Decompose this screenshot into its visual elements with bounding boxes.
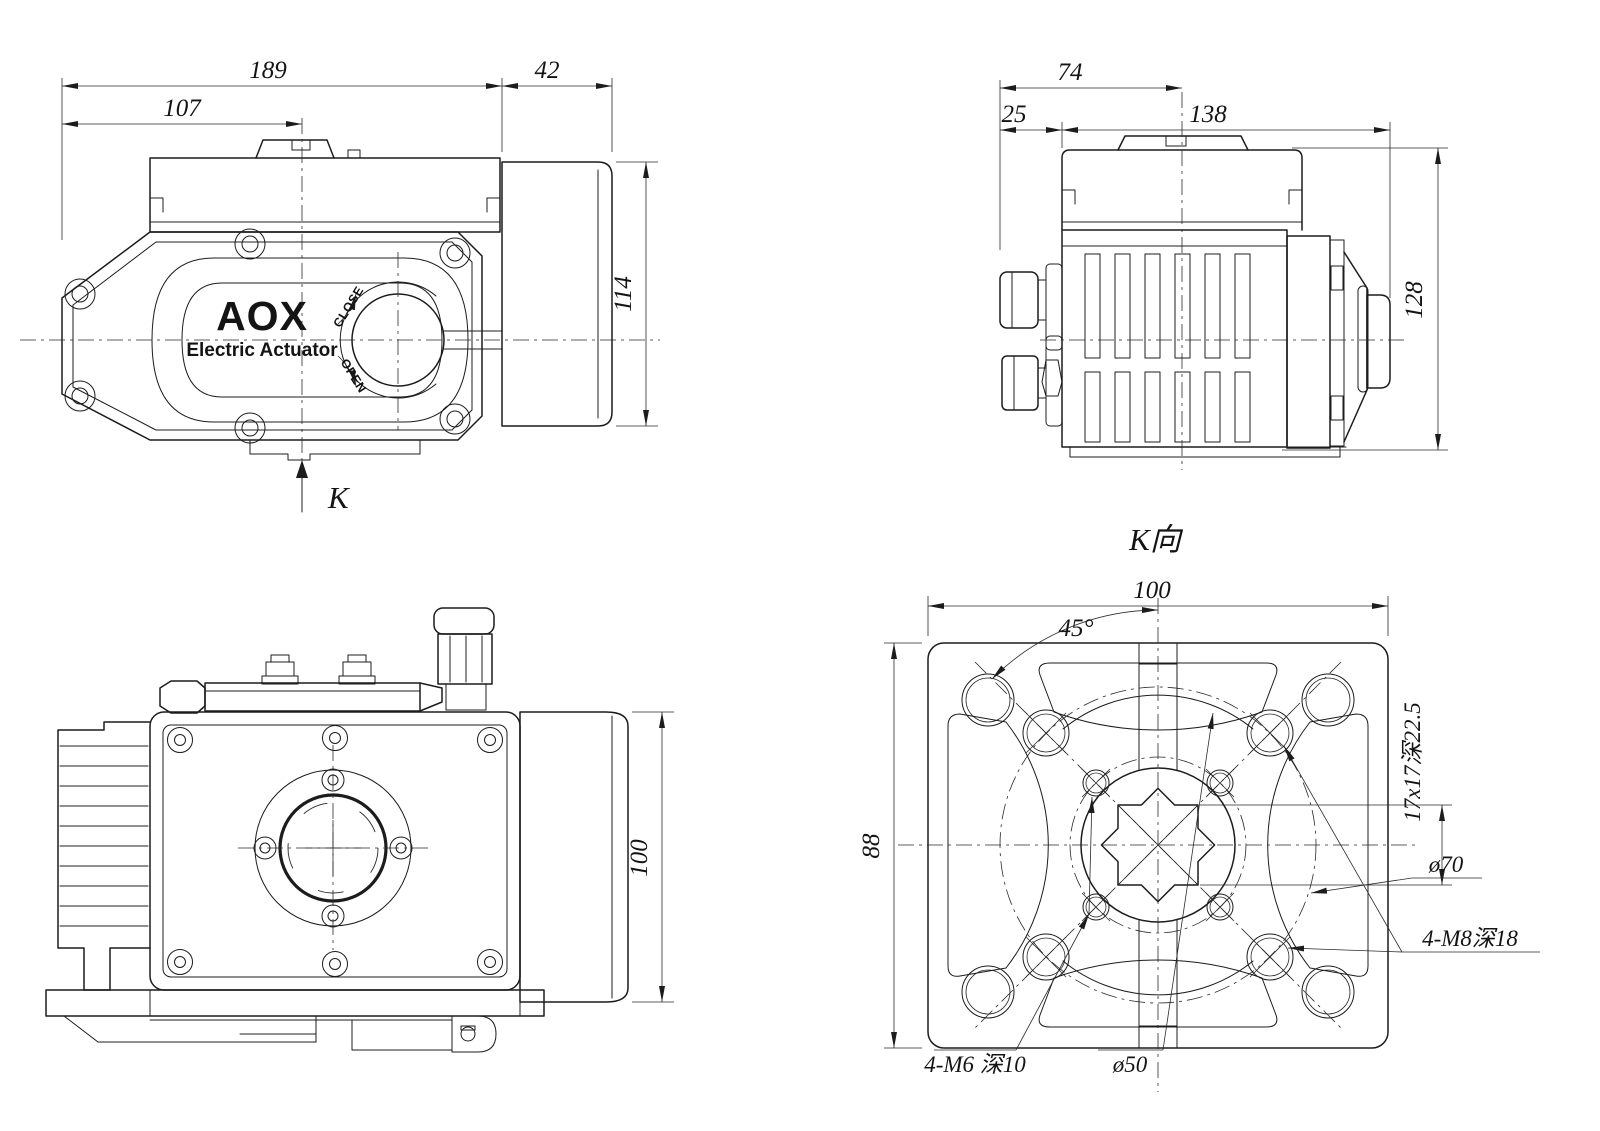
dim-45deg: 45° — [1059, 615, 1094, 642]
front-view: 189 42 107 114 — [20, 57, 660, 515]
side-view: 74 25 138 128 — [999, 59, 1448, 470]
corner-mounting-holes — [961, 673, 1355, 1019]
leader-m8: 4-M8深18 — [1283, 745, 1540, 953]
side-base — [1061, 446, 1347, 458]
front-dimensions: 189 42 107 114 — [61, 57, 658, 427]
dim-25: 25 — [1002, 101, 1027, 128]
output-flange — [238, 745, 428, 950]
dim-128: 128 — [1401, 281, 1428, 319]
k-arrow-label: K — [327, 480, 351, 515]
label-d70: ø70 — [1428, 852, 1464, 877]
k-view-arrow: K — [296, 460, 351, 515]
label-m6: 4-M6 深10 — [924, 1052, 1026, 1077]
label-d50: ø50 — [1112, 1052, 1148, 1077]
cover-top-view — [149, 711, 521, 991]
top-view: 100 — [45, 607, 674, 1053]
brand-logo: AOX — [216, 293, 308, 339]
dim-114: 114 — [610, 276, 637, 312]
dim-107: 107 — [163, 95, 202, 122]
finned-motor-body — [1061, 229, 1288, 448]
terminal-box-front — [149, 139, 501, 233]
motor-housing-front — [501, 161, 613, 427]
label-close: CLOSE — [331, 284, 367, 330]
base-skirt — [45, 989, 545, 1053]
m6-holes — [1081, 768, 1235, 922]
manual-handle — [159, 680, 443, 714]
k-view-title: K向 — [1128, 522, 1184, 557]
brand-subtitle: Electric Actuator — [186, 340, 338, 361]
side-dimensions: 74 25 138 128 — [999, 59, 1448, 451]
dim-42: 42 — [535, 57, 560, 84]
leader-d70: ø70 — [1310, 852, 1482, 894]
leader-m6: 4-M6 深10 — [924, 796, 1095, 1077]
label-m8: 4-M8深18 — [1422, 926, 1518, 951]
end-cap-side — [1286, 235, 1391, 449]
top-dimensions: 100 — [626, 711, 674, 1003]
motor-housing-top — [519, 711, 629, 1003]
dim-88: 88 — [858, 833, 885, 859]
k-direction-view: K向 100 88 45° 17x17深22.5 — [858, 522, 1540, 1092]
label-recess — [151, 257, 469, 423]
cover-screws-top — [167, 725, 503, 977]
leader-d50: ø50 — [1098, 712, 1214, 1077]
cable-gland-lower — [1001, 335, 1063, 427]
dim-138: 138 — [1189, 101, 1227, 128]
dim-key-socket: 17x17深22.5 — [1400, 702, 1425, 821]
k-dimensions: 100 88 45° 17x17深22.5 — [858, 577, 1452, 1049]
cover-screws-front — [64, 228, 471, 444]
cable-gland-upper — [999, 263, 1063, 351]
cable-gland-top — [433, 607, 495, 711]
cooling-fins-top — [57, 721, 151, 991]
dim-74: 74 — [1058, 59, 1083, 86]
bottom-bracket-front — [249, 439, 421, 461]
top-button-caps — [261, 654, 376, 685]
actuator-cover — [61, 231, 483, 441]
label-open: OPEN — [338, 356, 370, 395]
dim-100-k: 100 — [1133, 577, 1171, 604]
dim-100-top: 100 — [626, 839, 653, 877]
dim-189: 189 — [249, 57, 287, 84]
